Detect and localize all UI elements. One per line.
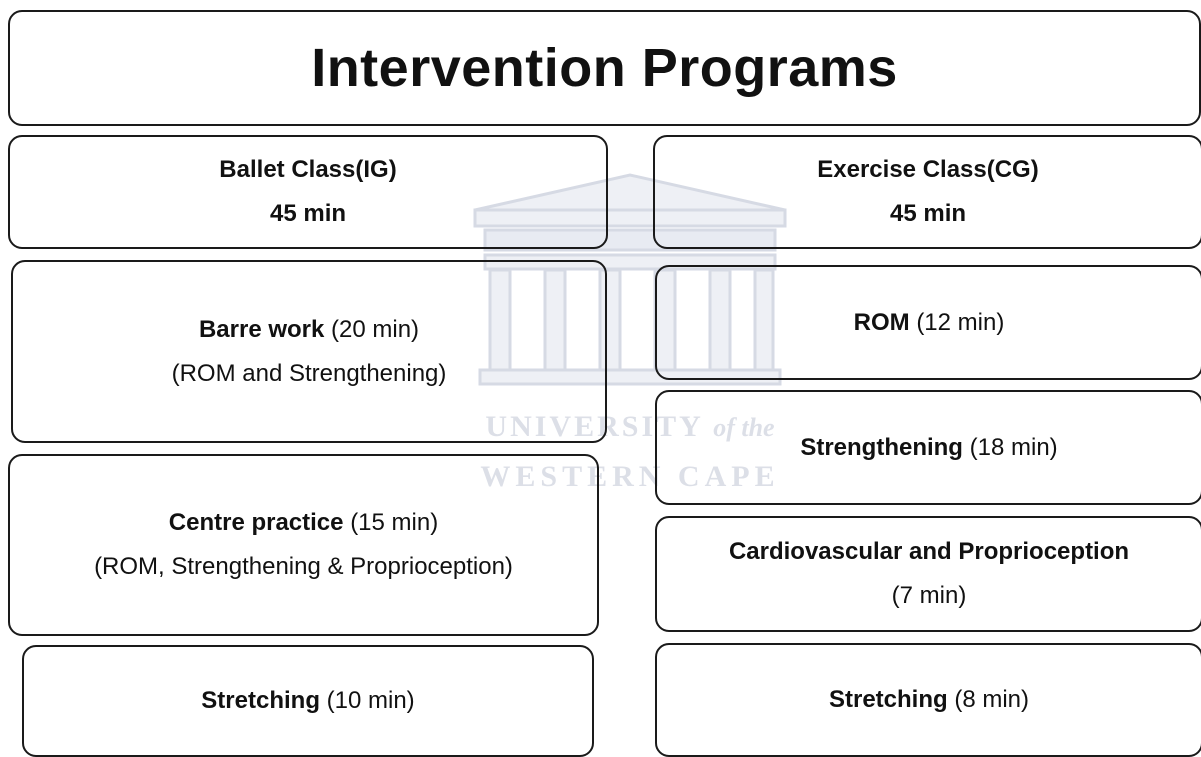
exercise-class-duration: 45 min <box>889 200 967 227</box>
rom-box: ROM (12 min) <box>655 265 1201 380</box>
barre-work-title: Barre work (20 min) <box>199 316 419 344</box>
centre-practice-title: Centre practice (15 min) <box>169 509 438 537</box>
rom-time: (12 min) <box>916 308 1005 336</box>
exercise-stretching-time: (8 min) <box>954 686 1030 714</box>
cardio-proprioception-time: (7 min) <box>891 582 967 609</box>
exercise-class-name: Exercise Class(CG) <box>817 156 1039 184</box>
rom-label: ROM <box>853 308 910 336</box>
exercise-stretching-title: Stretching (8 min) <box>829 686 1029 714</box>
barre-work-label: Barre work <box>198 315 325 343</box>
ballet-stretching-box: Stretching (10 min) <box>22 645 594 757</box>
strengthening-box: Strengthening (18 min) <box>655 390 1201 505</box>
ballet-stretching-label: Stretching <box>201 687 320 715</box>
ballet-stretching-time: (10 min) <box>326 687 415 715</box>
cardio-proprioception-label: Cardiovascular and Proprioception <box>728 538 1130 566</box>
cardio-proprioception-box: Cardiovascular and Proprioception (7 min… <box>655 516 1201 632</box>
ballet-class-duration: 45 min <box>269 200 347 227</box>
exercise-class-header: Exercise Class(CG) 45 min <box>653 135 1201 249</box>
strengthening-time: (18 min) <box>969 433 1058 461</box>
centre-practice-detail: (ROM, Strengthening & Proprioception) <box>94 553 513 580</box>
rom-title: ROM (12 min) <box>854 309 1005 337</box>
cardio-proprioception-title: Cardiovascular and Proprioception <box>729 538 1129 566</box>
strengthening-title: Strengthening (18 min) <box>800 434 1057 462</box>
centre-practice-box: Centre practice (15 min) (ROM, Strengthe… <box>8 454 599 636</box>
centre-practice-label: Centre practice <box>168 509 344 537</box>
ballet-class-header: Ballet Class(IG) 45 min <box>8 135 608 249</box>
centre-practice-time: (15 min) <box>350 509 439 537</box>
ballet-stretching-title: Stretching (10 min) <box>201 687 414 715</box>
page-title: Intervention Programs <box>311 38 898 98</box>
exercise-stretching-box: Stretching (8 min) <box>655 643 1201 757</box>
exercise-stretching-label: Stretching <box>828 686 948 714</box>
barre-work-detail: (ROM and Strengthening) <box>171 359 447 387</box>
watermark-line-2: WESTERN CAPE <box>480 460 780 493</box>
watermark-line-1: UNIVERSITY of the <box>485 410 775 443</box>
title-box: Intervention Programs <box>8 10 1201 126</box>
barre-work-time: (20 min) <box>331 315 420 343</box>
barre-work-box: Barre work (20 min) (ROM and Strengtheni… <box>11 260 607 443</box>
strengthening-label: Strengthening <box>800 433 963 461</box>
ballet-class-name: Ballet Class(IG) <box>219 156 397 184</box>
